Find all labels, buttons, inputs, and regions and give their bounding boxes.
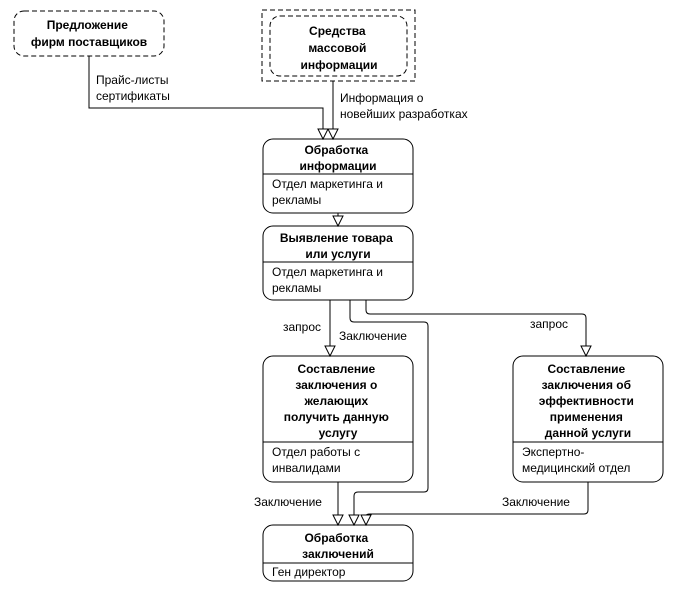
edge-suppliers-to-processing — [88, 56, 324, 129]
node-process-conclusions-owner: Ген директор — [272, 565, 346, 579]
node-suppliers[interactable]: Предложение фирм поставщиков — [13, 10, 165, 57]
arrow-processing-to-identify — [332, 215, 344, 228]
node-identify-owner: Отдел маркетинга и рекламы — [272, 265, 386, 295]
arrow-disabled-to-final — [332, 514, 344, 527]
node-conclusion-efficiency-owner: Экспертно- медицинский отдел — [522, 445, 630, 475]
edge-label-request-right: запрос — [530, 317, 568, 331]
node-media[interactable]: Средства массовой информации — [261, 9, 416, 82]
node-process-info-owner: Отдел маркетинга и рекламы — [272, 177, 386, 207]
node-process-conclusions[interactable]: Обработка заключений Ген директор — [262, 524, 414, 582]
node-identify-title: Выявление товара или услуги — [280, 231, 396, 261]
node-process-conclusions-title: Обработка заключений — [302, 531, 374, 561]
edge-label-conclusion-direct: Заключение — [339, 329, 407, 343]
arrow-identify-to-final — [348, 514, 360, 527]
node-process-info[interactable]: Обработка информации Отдел маркетинга и … — [262, 138, 414, 214]
node-identify[interactable]: Выявление товара или услуги Отдел маркет… — [262, 225, 414, 301]
edge-label-conclusion-left: Заключение — [254, 495, 322, 509]
edge-identify-to-final — [349, 300, 429, 515]
node-conclusion-disabled-title: Составление заключения о желающих получи… — [284, 362, 392, 440]
arrow-media-to-processing — [327, 128, 339, 141]
arrow-efficiency-to-final — [360, 514, 372, 527]
arrow-identify-to-efficiency — [580, 345, 592, 358]
edge-identify-to-efficiency — [365, 300, 587, 346]
node-conclusion-disabled[interactable]: Составление заключения о желающих получи… — [262, 355, 414, 483]
node-media-frame — [269, 15, 408, 77]
arrow-suppliers-to-processing — [317, 128, 329, 141]
edge-label-conclusion-right: Заключение — [502, 495, 570, 509]
edge-label-request-left: запрос — [283, 320, 321, 334]
node-process-info-title: Обработка информации — [300, 143, 377, 173]
arrow-identify-to-disabled — [324, 345, 336, 358]
node-media-title: Средства массовой информации — [301, 24, 378, 72]
node-suppliers-title: Предложение фирм поставщиков — [31, 18, 147, 49]
edge-label-new-developments: Информация о новейших разработках — [340, 91, 468, 121]
node-conclusion-efficiency-title: Составление заключения об эффективности … — [539, 362, 637, 440]
edge-label-price-lists: Прайс-листы сертификаты — [96, 73, 172, 103]
node-conclusion-efficiency[interactable]: Составление заключения об эффективности … — [512, 355, 664, 483]
node-conclusion-disabled-owner: Отдел работы с инвалидами — [272, 445, 363, 475]
